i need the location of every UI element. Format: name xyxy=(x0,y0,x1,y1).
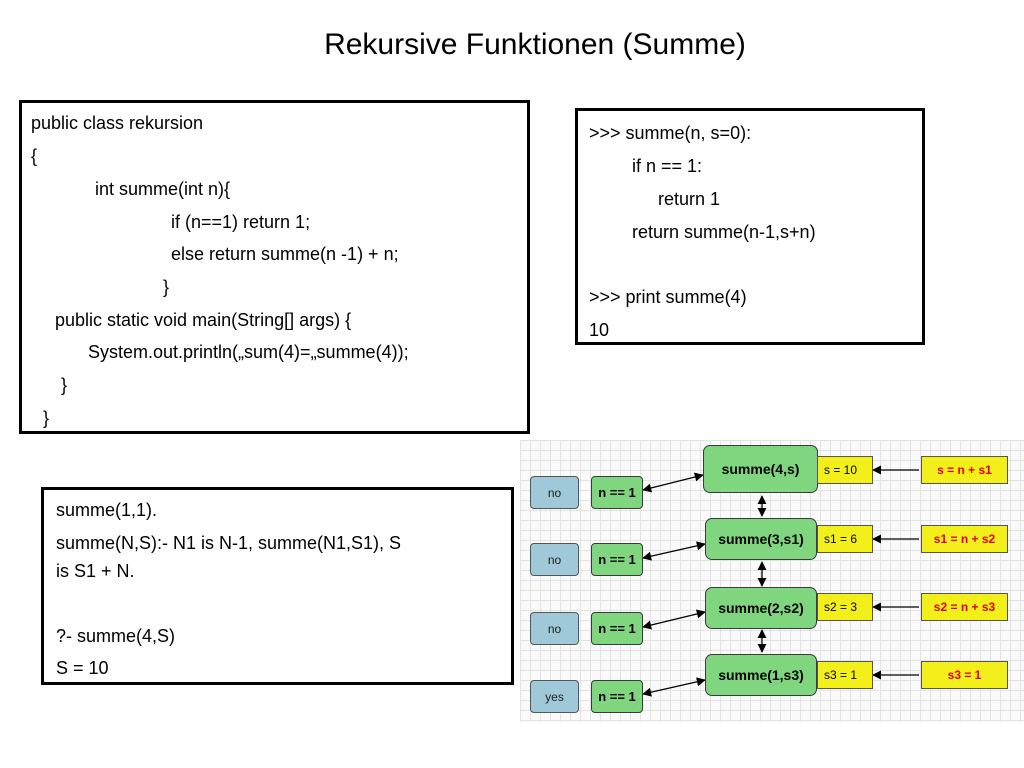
java-line: else return summe(n -1) + n; xyxy=(171,244,399,264)
call-node: summe(3,s1) xyxy=(705,518,817,560)
arrow-cond-call xyxy=(642,541,706,561)
call-node: summe(4,s) xyxy=(703,445,818,493)
value-node: s2 = 3 xyxy=(817,593,873,621)
java-code-box: public class rekursion { int summe(int n… xyxy=(19,100,530,434)
java-line: int summe(int n){ xyxy=(95,179,231,199)
formula-node: s = n + s1 xyxy=(921,456,1008,484)
arrow-cond-call xyxy=(642,609,706,630)
python-line: >>> print summe(4) xyxy=(589,287,747,307)
condition-node: n == 1 xyxy=(591,543,643,576)
arrow-cond-call xyxy=(642,677,706,697)
formula-node: s2 = n + s3 xyxy=(921,593,1008,621)
java-line: public class rekursion xyxy=(31,113,204,133)
java-line: System.out.println(„sum(4)=„summe(4)); xyxy=(88,342,409,362)
formula-node: s1 = n + s2 xyxy=(921,525,1008,553)
value-node: s = 10 xyxy=(817,456,873,484)
prolog-line: is S1 + N. xyxy=(56,561,135,581)
python-line: >>> summe(n, s=0): xyxy=(589,123,752,143)
page-title: Rekursive Funktionen (Summe) xyxy=(324,28,746,61)
diagram-arrows xyxy=(642,465,919,697)
condition-node: n == 1 xyxy=(591,476,643,509)
condition-node: n == 1 xyxy=(591,680,643,713)
java-line: if (n==1) return 1; xyxy=(171,212,311,232)
call-node: summe(1,s3) xyxy=(705,654,817,696)
condition-node: n == 1 xyxy=(591,612,643,645)
prolog-line: summe(N,S):- N1 is N-1, summe(N1,S1), S xyxy=(56,533,402,553)
answer-node: yes xyxy=(530,680,579,713)
recursion-diagram: no n == 1 summe(4,s) s = 10 s = n + s1 n… xyxy=(520,440,1024,722)
answer-node: no xyxy=(530,612,579,645)
prolog-code-box: summe(1,1). summe(N,S):- N1 is N-1, summ… xyxy=(41,487,514,685)
python-line: return summe(n-1,s+n) xyxy=(632,222,816,242)
prolog-line: ?- summe(4,S) xyxy=(56,626,176,646)
answer-node: no xyxy=(530,543,579,576)
answer-node: no xyxy=(530,476,579,509)
java-line: { xyxy=(31,146,38,166)
prolog-line: summe(1,1). xyxy=(56,500,158,520)
value-node: s1 = 6 xyxy=(817,525,873,553)
formula-node: s3 = 1 xyxy=(921,661,1008,689)
python-line: if n == 1: xyxy=(632,156,703,176)
call-node: summe(2,s2) xyxy=(705,587,817,629)
value-node: s3 = 1 xyxy=(817,661,873,689)
python-code-box: >>> summe(n, s=0): if n == 1: return 1 r… xyxy=(575,108,925,345)
python-line: return 1 xyxy=(658,189,721,209)
java-line: } xyxy=(43,408,50,428)
arrow-cond-call xyxy=(642,472,704,493)
prolog-line: S = 10 xyxy=(56,658,109,678)
python-line: 10 xyxy=(589,320,610,340)
java-line: public static void main(String[] args) { xyxy=(55,310,352,330)
java-line: } xyxy=(61,375,68,395)
java-line: } xyxy=(163,277,170,297)
